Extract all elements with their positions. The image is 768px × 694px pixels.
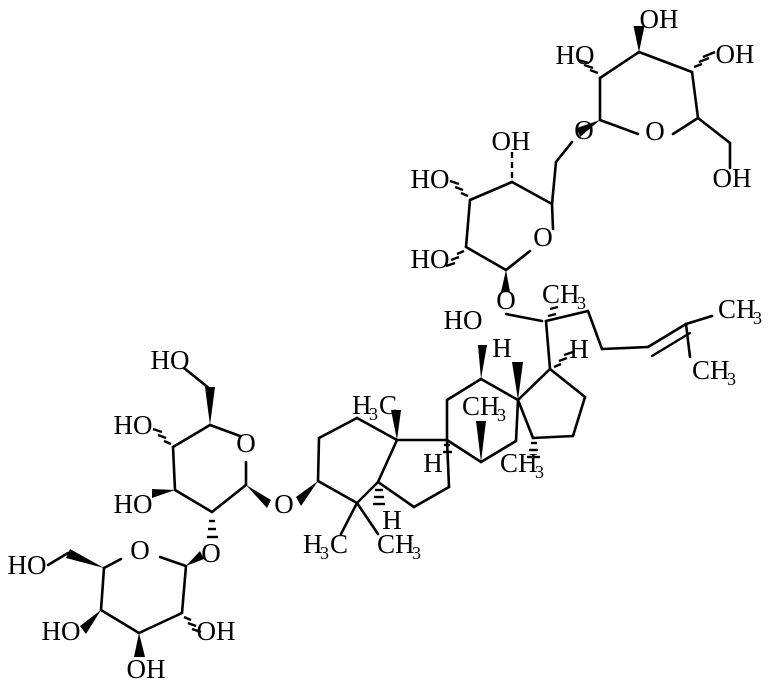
label-ch3-c8: CH 3 [462, 391, 506, 425]
label-ring-oxygen: O [533, 222, 553, 252]
svg-text:CH: CH [377, 529, 415, 559]
inner-glucose-upper [445, 152, 555, 292]
wedge-anomeric-left [246, 485, 271, 508]
label-ch3-c27: CH 3 [692, 355, 736, 389]
hash-ho-c3b [449, 179, 469, 198]
wedge-ch2oh-bottom [66, 549, 104, 568]
label-ch3-c26: CH 3 [718, 294, 762, 328]
label-ho: HO [444, 305, 483, 335]
label-ho: HO [151, 345, 190, 375]
dammarane-core [296, 305, 714, 536]
label-glycosidic-oxygen: O [274, 489, 294, 519]
hash-ho-c4-left [152, 427, 172, 446]
terminal-glucose-bottom-left [46, 549, 202, 657]
label-glycosidic-oxygen: O [496, 285, 516, 315]
label-ho: HO [114, 410, 153, 440]
svg-text:3: 3 [497, 405, 506, 425]
label-ho: HO [42, 616, 81, 646]
hash-me-c20 [547, 305, 559, 318]
svg-text:3: 3 [727, 369, 736, 389]
label-ring-oxygen: O [236, 428, 256, 458]
wedge-anomeric-bottom [186, 551, 204, 566]
svg-text:CH: CH [542, 279, 580, 309]
wedge-o-c3 [296, 481, 318, 506]
hash-oh-c2-bottom [183, 615, 202, 634]
svg-text:CH: CH [718, 294, 756, 324]
hash-h-c17 [553, 350, 574, 369]
wedge-me-c10 [391, 410, 401, 440]
wedge-ho-c4-bottom [80, 610, 101, 634]
svg-text:3: 3 [753, 308, 762, 328]
label-ch3-c21: CH 3 [542, 279, 586, 313]
hash-oh-c4 [693, 50, 716, 69]
svg-text:3: 3 [577, 293, 586, 313]
svg-text:3: 3 [320, 543, 329, 563]
svg-text:3: 3 [535, 462, 544, 482]
wedge-h-c13 [512, 362, 523, 400]
svg-text:C: C [330, 529, 348, 559]
wedge-anomeric-o-b [501, 270, 510, 292]
wedge-ch2oh-left [205, 387, 215, 425]
wedge-oh-c12 [478, 345, 487, 379]
wedge-anomeric-o [577, 120, 600, 137]
label-ch3-c4b: CH 3 [377, 529, 421, 563]
label-ho: HO [8, 550, 47, 580]
label-ho: HO [114, 489, 153, 519]
svg-text:CH: CH [462, 391, 500, 421]
hash-ho-c2 [577, 58, 599, 75]
wedge-ho-c3-left [152, 489, 175, 498]
hash-me-c14 [527, 441, 540, 459]
svg-text:H: H [303, 529, 323, 559]
label-ch3-c14: CH 3 [500, 448, 544, 482]
terminal-glucose-top-right [577, 26, 732, 170]
svg-text:3: 3 [369, 404, 378, 424]
label-h3c-c10: H 3 C [352, 390, 397, 424]
hash-ho-c2b [445, 249, 465, 268]
label-ring-oxygen: O [130, 535, 150, 565]
label-h: H [492, 333, 512, 363]
wedge-me-c8 [476, 421, 486, 462]
svg-text:3: 3 [412, 543, 421, 563]
label-oh: OH [197, 616, 236, 646]
hash-h-c5 [373, 488, 385, 506]
wedge-oh-c3-bottom [134, 633, 145, 657]
label-ho: HO [411, 164, 450, 194]
label-glycosidic-oxygen: O [574, 115, 594, 145]
label-glycosidic-oxygen: O [201, 538, 221, 568]
bond-o-c20 [504, 312, 544, 323]
label-ring-oxygen: O [645, 116, 665, 146]
label-h: H [423, 448, 443, 478]
svg-text:C: C [379, 390, 397, 420]
label-h: H [569, 334, 589, 364]
hash-o-c2-left [207, 519, 218, 539]
inner-glucose-left [152, 366, 248, 539]
label-oh: OH [640, 4, 679, 34]
svg-text:CH: CH [500, 448, 538, 478]
label-oh: OH [492, 126, 531, 156]
label-oh: OH [713, 163, 752, 193]
glycosidic-linkage-6-1 [550, 140, 574, 206]
label-h: H [382, 505, 402, 535]
svg-text:H: H [352, 390, 372, 420]
label-oh: OH [716, 39, 755, 69]
svg-text:CH: CH [692, 355, 730, 385]
label-ho: HO [411, 244, 450, 274]
label-ho: HO [556, 40, 595, 70]
label-oh: OH [127, 654, 166, 684]
atom-label-layer: OH HO OH O OH O OH HO HO O O HO H H H H … [8, 4, 763, 684]
label-h3c-c4a: H 3 C [303, 529, 348, 563]
wedge-oh-c3 [633, 26, 645, 52]
